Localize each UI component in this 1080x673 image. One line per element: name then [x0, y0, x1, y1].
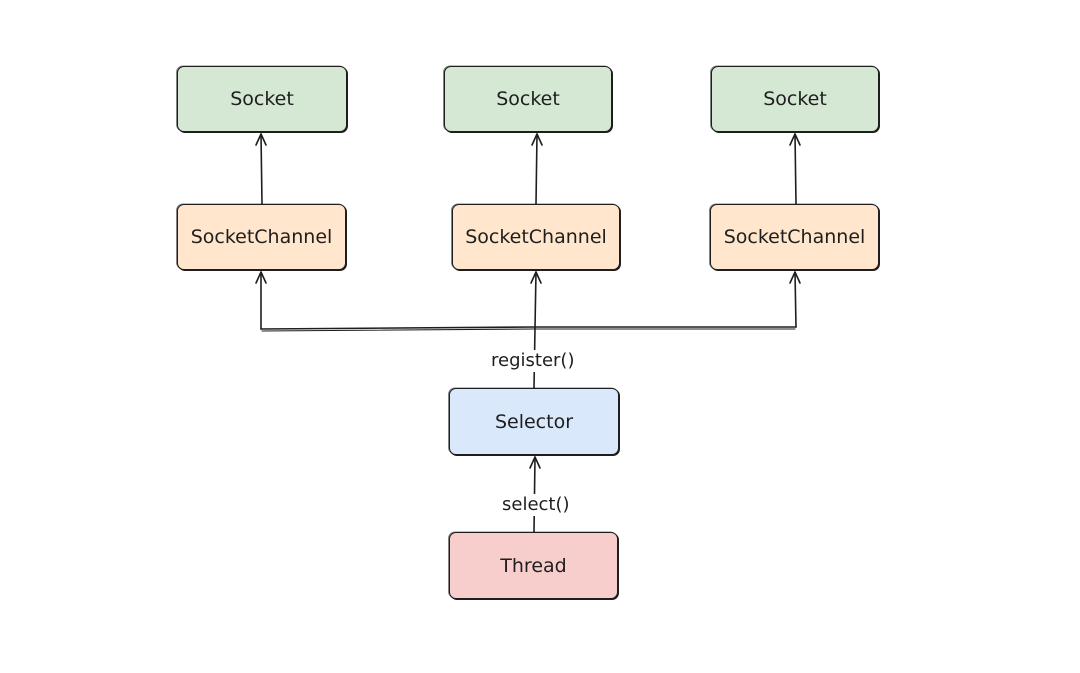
socket-node-1: Socket: [177, 66, 347, 132]
arrow-channel-2-to-socket-2: [535, 133, 538, 205]
socket-label-3: Socket: [763, 88, 827, 110]
select-edge-label: select(): [500, 494, 572, 516]
socket-label-2: Socket: [496, 88, 560, 110]
thread-node: Thread: [449, 532, 618, 599]
socket-node-2: Socket: [444, 66, 612, 132]
thread-label: Thread: [500, 554, 567, 577]
register-edge-label: register(): [489, 350, 577, 372]
socketchannel-node-2: SocketChannel: [452, 204, 620, 270]
arrowhead-socket-1: [255, 133, 267, 146]
socketchannel-label-3: SocketChannel: [723, 226, 866, 248]
arrowhead-socket-2: [531, 133, 543, 146]
arrowhead-channel-1: [255, 271, 267, 284]
arrowhead-selector: [529, 456, 541, 469]
selector-node: Selector: [449, 388, 619, 455]
arrowhead-socket-3: [789, 133, 801, 146]
connector-bus-horizontal-second-stroke: [261, 328, 796, 332]
socket-label-1: Socket: [230, 88, 294, 110]
socketchannel-node-3: SocketChannel: [710, 204, 879, 270]
arrow-channel-3-to-socket-3: [794, 133, 797, 205]
arrowhead-channel-3: [789, 271, 801, 284]
socketchannel-label-2: SocketChannel: [465, 226, 607, 248]
selector-label: Selector: [494, 410, 574, 433]
arrowhead-channel-2: [530, 271, 542, 284]
socketchannel-label-1: SocketChannel: [190, 226, 333, 248]
arrow-bus-to-channel-3: [794, 271, 797, 328]
socket-node-3: Socket: [711, 66, 879, 132]
arrow-bus-to-channel-2: [534, 271, 537, 329]
socketchannel-node-1: SocketChannel: [177, 204, 346, 270]
arrow-channel-1-to-socket-1: [260, 133, 263, 205]
